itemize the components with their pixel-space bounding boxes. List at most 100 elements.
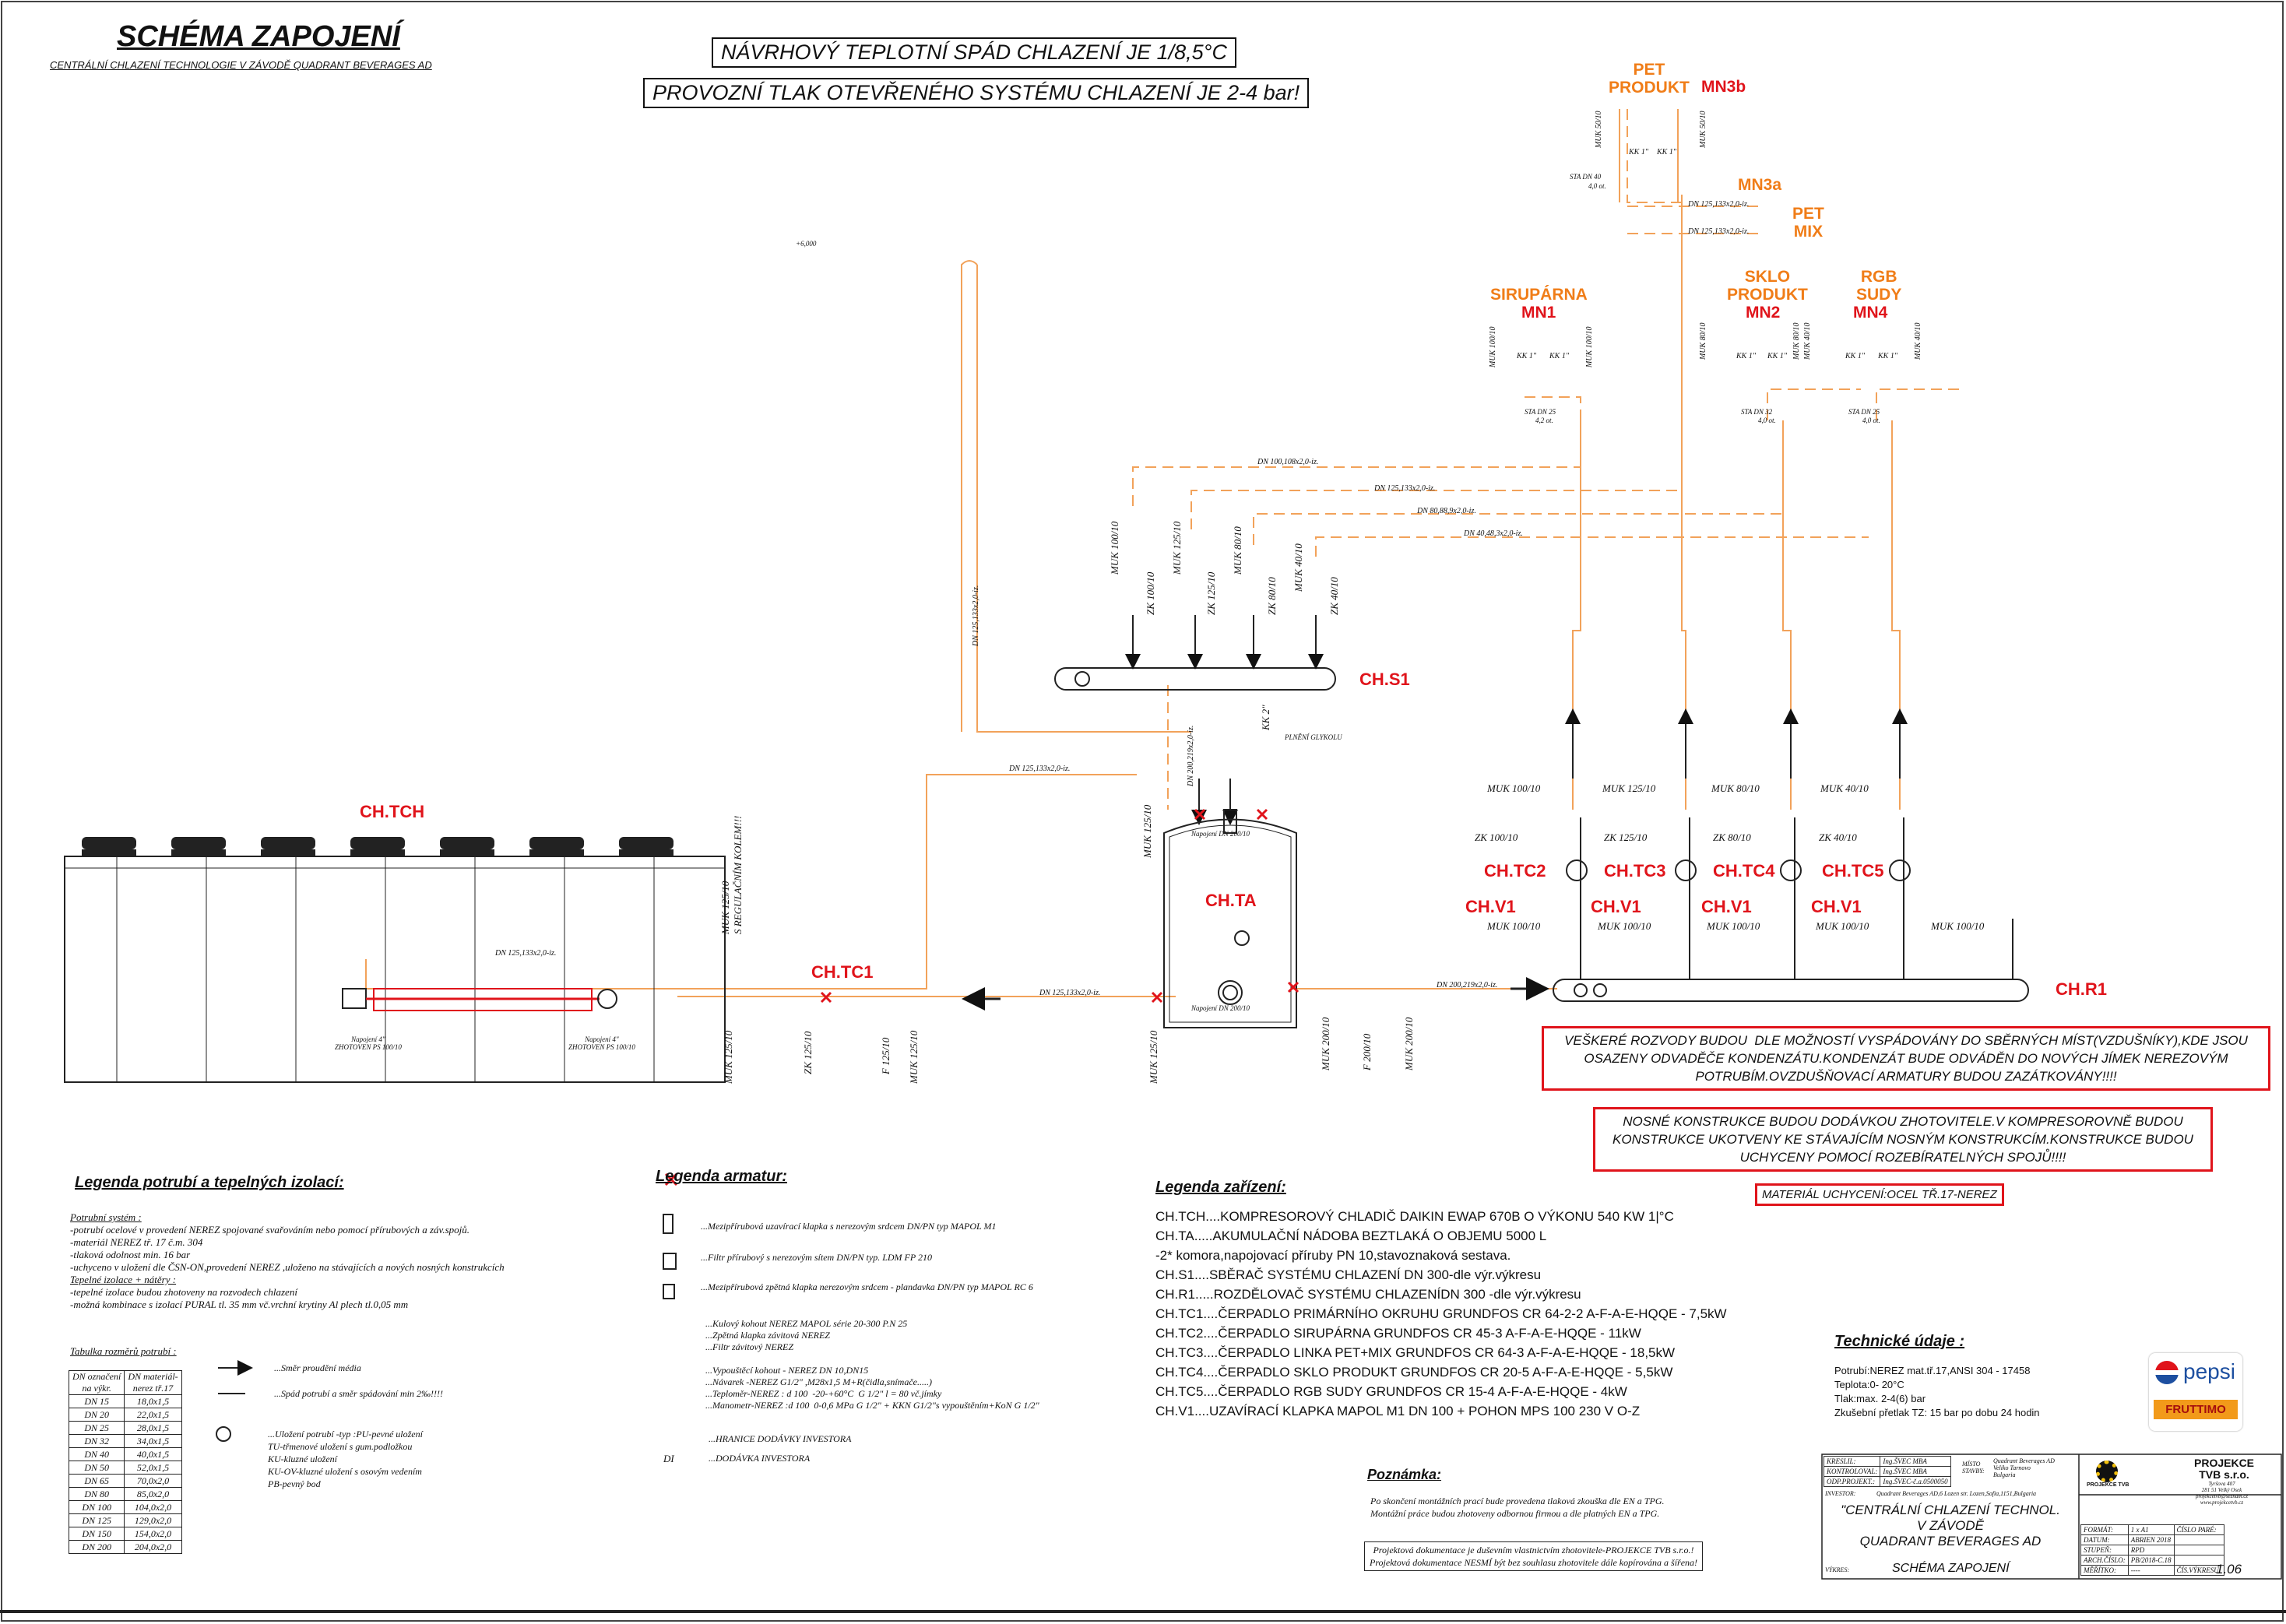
note-supports: NOSNÉ KONSTRUKCE BUDOU DODÁVKOU ZHOTOVIT… [1593, 1107, 2213, 1172]
tb-investor-value: Quadrant Beverages AD,6 Lozen str. Lozen… [1876, 1490, 2037, 1497]
table-cell: 204,0x2,0 [124, 1540, 182, 1554]
valve-label: 4,0 ot. [1862, 417, 1880, 424]
equipment-line: CH.TCH....KOMPRESOROVÝ CHLADIČ DAIKIN EW… [1155, 1209, 1674, 1224]
legend-fitting-item: ...Mezipřírubová uzavírací klapka s nere… [701, 1221, 997, 1232]
table-cell: 70,0x2,0 [124, 1474, 182, 1488]
valve-label: MUK 80/10 [1699, 322, 1707, 360]
pipe-network-dashed [1132, 109, 1962, 810]
table-cell: DN 200 [68, 1540, 125, 1554]
valve-label: KK 1" [1517, 352, 1537, 360]
pipe-label: DN 100,108x2,0-iz. [1257, 458, 1319, 466]
valve-label: KK 1" [1878, 352, 1898, 360]
valve-label: MUK 40/10 [1803, 322, 1812, 360]
legend-equipment-heading: Legenda zařízení: [1155, 1179, 1286, 1196]
firm-logo-text: PROJEKCE TVB [2087, 1482, 2129, 1488]
tb-misto-value: Quadrant Beverages AD Veliko Tarnovo Bul… [1993, 1457, 2055, 1478]
tb-value: ---- [2127, 1565, 2175, 1576]
valve-label: MUK 200/10 [1403, 1017, 1415, 1070]
drawing-subtitle: CENTRÁLNÍ CHLAZENÍ TECHNOLOGIE V ZÁVODĚ … [50, 59, 432, 71]
equipment-line: CH.TC1....ČERPADLO PRIMÁRNÍHO OKRUHU GRU… [1155, 1306, 1727, 1321]
tech-line: Potrubí:NEREZ mat.tř.17,ANSI 304 - 17458 [1834, 1365, 2031, 1376]
valve-label: MUK 100/10 [1816, 920, 1869, 932]
valve-label: MUK 125/10 [723, 1030, 734, 1084]
pipe-label: DN 125,133x2,0-iz. [1009, 765, 1071, 773]
valve-label: MUK 40/10 [1914, 322, 1922, 360]
valve-label: MUK 100/10 [1598, 920, 1651, 932]
legend-pipes-line: -tepelné izolace budou zhotoveny na rozv… [70, 1286, 297, 1298]
legend-pipes-line: Potrubní systém : [70, 1211, 142, 1223]
label-chtc3: CH.TC3 [1604, 861, 1666, 881]
tb-field: STUPEŇ: [2080, 1545, 2129, 1555]
table-cell: DN 40 [68, 1447, 125, 1461]
drawing-title: SCHÉMA ZAPOJENÍ [117, 20, 400, 53]
firm-name: PROJEKCE TVB s.r.o. [2194, 1457, 2255, 1481]
label-chv1-d: CH.V1 [1811, 897, 1862, 916]
tb-value: RPD [2127, 1545, 2175, 1555]
label-chtc4: CH.TC4 [1713, 861, 1775, 881]
equipment-line: CH.TC3....ČERPADLO LINKA PET+MIX GRUNDFO… [1155, 1345, 1676, 1360]
valve-label: ZK 100/10 [1475, 831, 1518, 843]
valve-label: MUK 125/10 [1148, 1030, 1159, 1084]
tech-line: Teplota:0- 20°C [1834, 1379, 1904, 1390]
legend-pipes-line: -uchyceno v uložení dle ČSN-ON,provedení… [70, 1261, 505, 1273]
legend-di-symbol: DI [663, 1453, 674, 1464]
consumer-pet-produkt: PET PRODUKT [1609, 61, 1690, 97]
fruttimo-wordmark: FRUTTIMO [2154, 1400, 2238, 1419]
firm-logo: PROJEKCE TVB [2087, 1459, 2133, 1490]
tb-field: KRESLIL: [1823, 1456, 1881, 1467]
table-cell: 40,0x1,5 [124, 1447, 182, 1461]
label-chtc2: CH.TC2 [1484, 861, 1546, 881]
note-line: Montážní práce budou zhotoveny odbornou … [1370, 1508, 1660, 1519]
valve-label: MUK 100/10 [1931, 920, 1985, 932]
valve-label: ZK 125/10 [1604, 831, 1648, 843]
legend-fittings-heading: Legenda armatur: [656, 1168, 787, 1185]
table-cell: 52,0x1,5 [124, 1461, 182, 1475]
valve-label: ZK 40/10 [1328, 577, 1340, 615]
legend-pipes-heading: Legenda potrubí a tepelných izolací: [75, 1174, 344, 1191]
equipment-line: CH.TC2....ČERPADLO SIRUPÁRNA GRUNDFOS CR… [1155, 1326, 1641, 1341]
tb-value: Ing.ŠVEC MBA [1880, 1466, 1951, 1477]
tb-field: ARCH.ČÍSLO: [2080, 1555, 2129, 1566]
legend-pipes-text: Potrubní systém : -potrubí ocelové v pro… [70, 1211, 505, 1311]
table-cell: DN 65 [68, 1474, 125, 1488]
valve-label: MUK 40/10 [1820, 782, 1869, 794]
table-cell: 28,0x1,5 [124, 1421, 182, 1435]
label-chta: CH.TA [1205, 891, 1257, 910]
valve-label: MUK 125/10 [1171, 521, 1183, 575]
valve-label: MUK 100/10 [1489, 326, 1497, 368]
elevation-mark: +6,000 [796, 240, 817, 248]
table-cell: DN 100 [68, 1500, 125, 1514]
gear-icon [2096, 1461, 2118, 1482]
collector-chs1 [1054, 615, 1336, 825]
table-cell: DN 15 [68, 1394, 125, 1408]
pipe-label: DN 200,219x2,0-iz. [1437, 981, 1498, 990]
valve-label: ZK 40/10 [1819, 831, 1857, 843]
label-chtc5: CH.TC5 [1822, 861, 1884, 881]
regulating-valve-label: MUK 125/10 S REGULAČNÍM KOLEM!!! [719, 815, 744, 934]
legend-fitting-item: ...Mezipřírubová zpětná klapka nerezovým… [701, 1281, 1033, 1292]
tb-vykres-value: SCHÉMA ZAPOJENÍ [1892, 1562, 2010, 1575]
tb-field: ČÍS.VÝKRESU: [2173, 1565, 2224, 1576]
pipe-network-solid [365, 109, 1901, 997]
connection-note: Napojení 4" ZHOTOVEN PS 100/10 [335, 1035, 402, 1051]
valve-label: KK 1" [1657, 148, 1677, 156]
pipe-table-title: Tabulka rozměrů potrubí : [70, 1345, 177, 1357]
valve-label: STA DN 25 [1525, 408, 1556, 416]
tb-project-name: "CENTRÁLNÍ CHLAZENÍ TECHNOL. V ZÁVODĚ QU… [1841, 1503, 2060, 1548]
valve-label: MUK 100/10 [1487, 782, 1541, 794]
firm-address: Tyršova 407 281 51 Velký Osek projekcetv… [2196, 1481, 2249, 1506]
table-header: DN označení na výkr. [68, 1370, 125, 1395]
equipment-line: CH.TA.....AKUMULAČNÍ NÁDOBA BEZTLAKÁ O O… [1155, 1229, 1547, 1243]
title-block-frame [1821, 1454, 2282, 1580]
valve-label: MUK 50/10 [1595, 111, 1603, 149]
table-cell: 129,0x2,0 [124, 1513, 182, 1527]
